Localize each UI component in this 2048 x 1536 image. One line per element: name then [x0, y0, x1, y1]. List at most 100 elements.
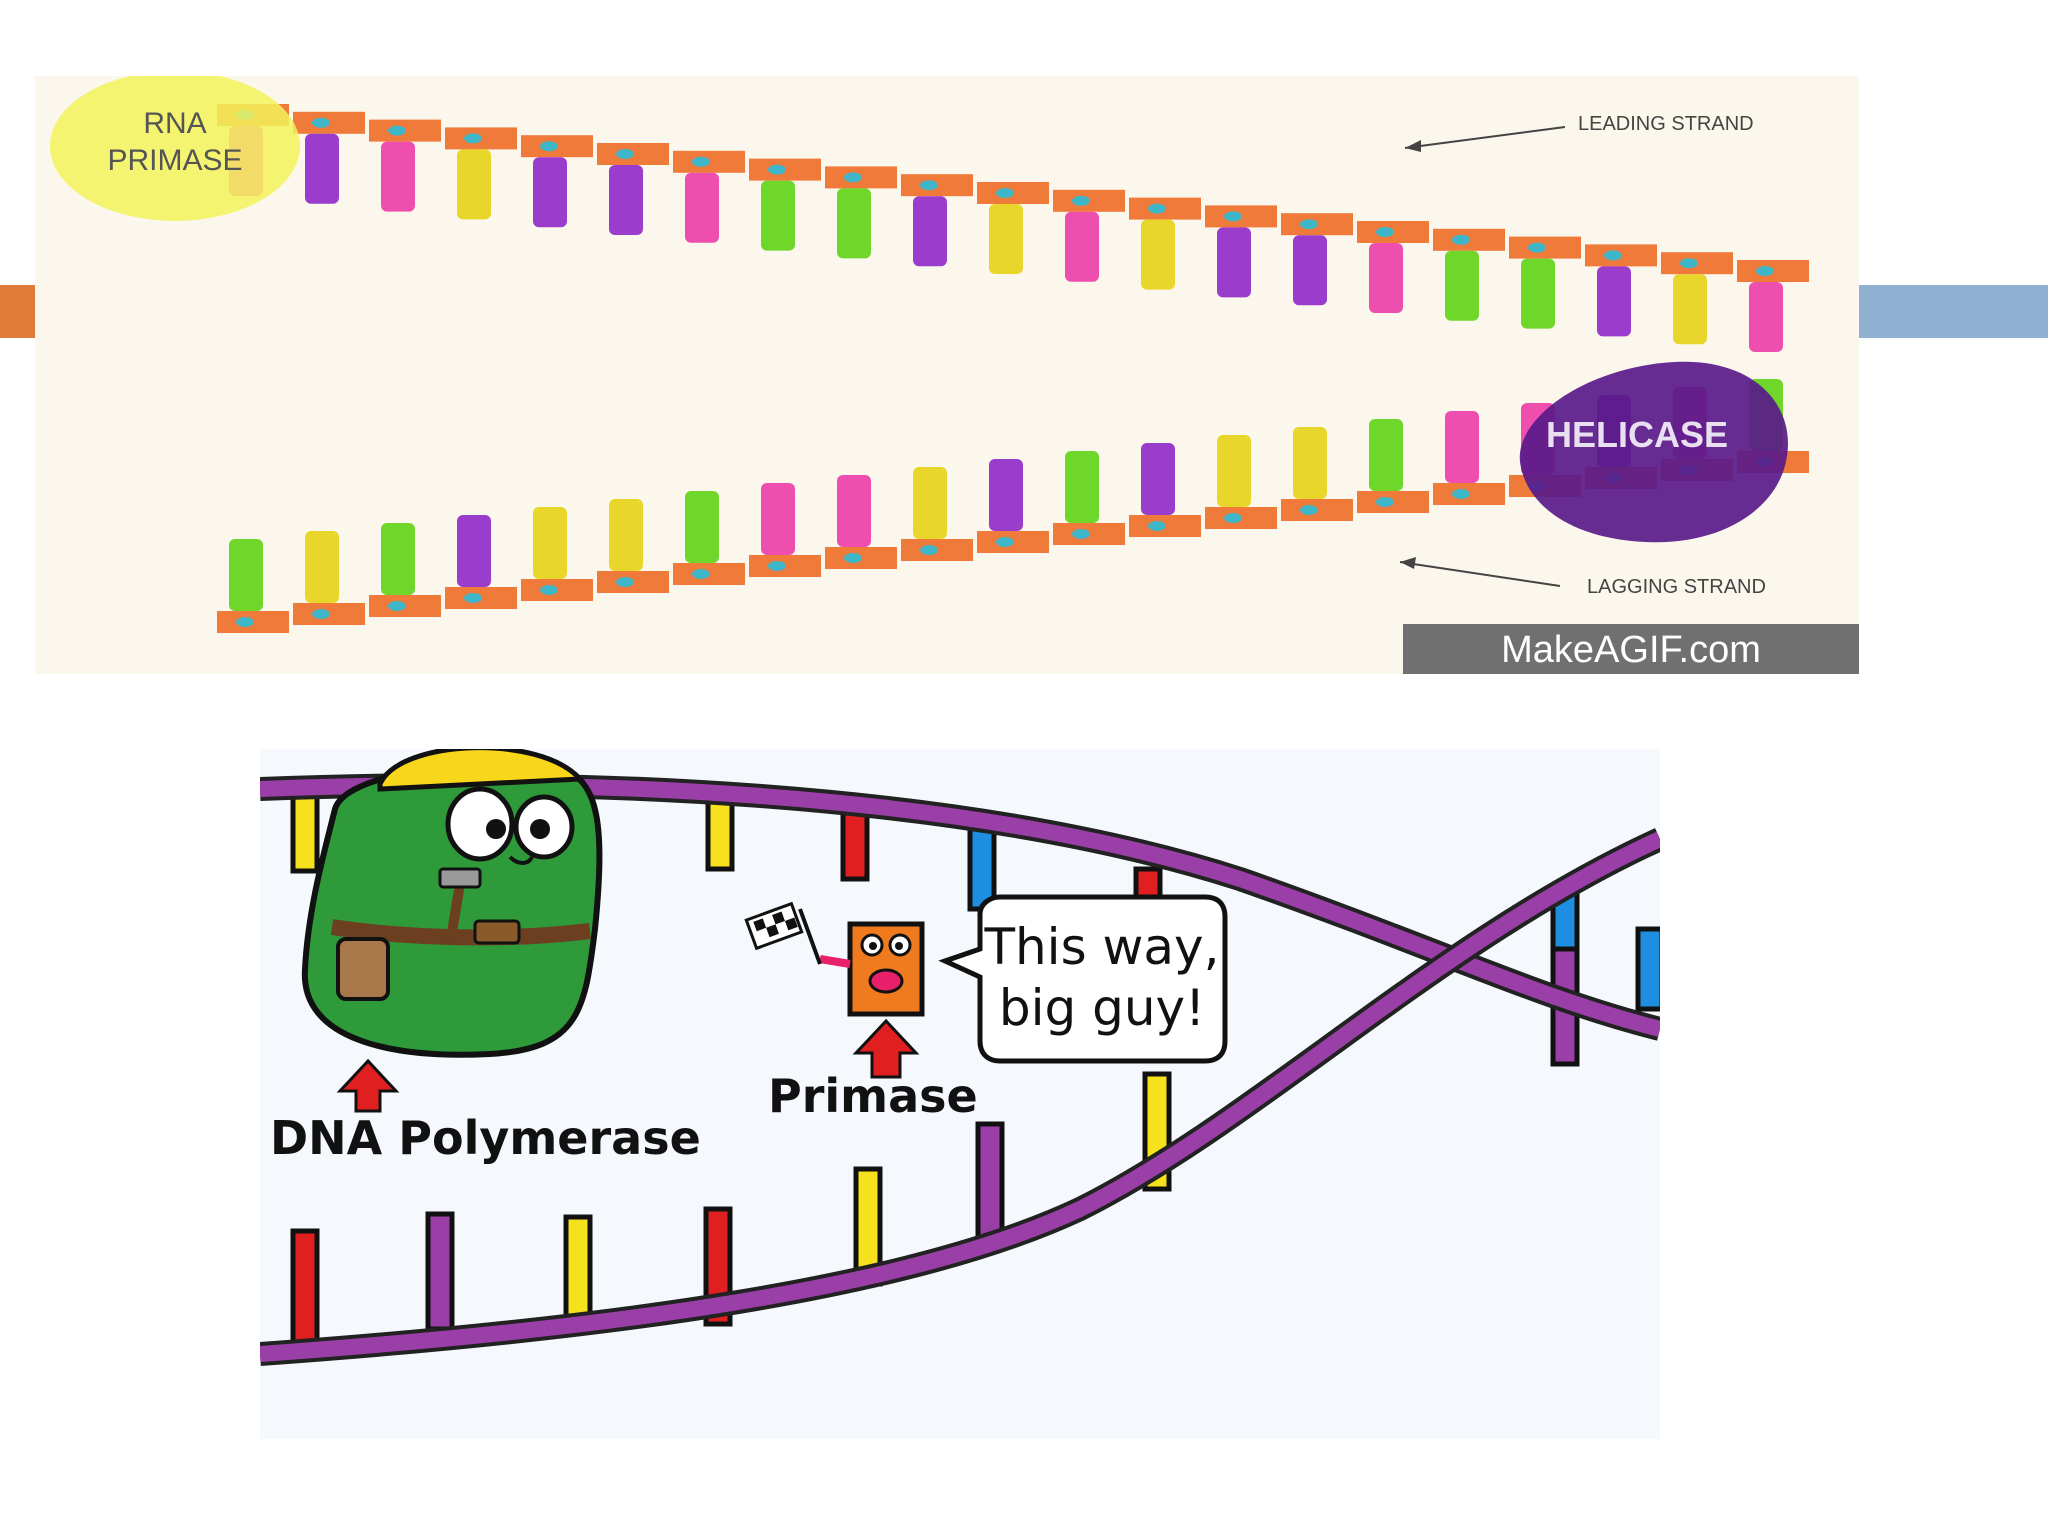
- lower-phosphate-dot: [1300, 505, 1318, 515]
- rna-primase-marker: RNA PRIMASE: [50, 76, 300, 221]
- upper-phosphate-dot: [1528, 242, 1546, 253]
- lower-phosphate-dot: [540, 585, 558, 595]
- upper-phosphate-dot: [692, 156, 710, 167]
- lower-nucleotide: [837, 475, 871, 547]
- upper-base: [290, 788, 320, 874]
- slide-accent-left: [0, 285, 36, 338]
- lower-phosphate-dot: [616, 577, 634, 587]
- upper-phosphate-dot: [312, 117, 330, 128]
- lower-phosphate-dot: [768, 561, 786, 571]
- upper-phosphate-dot: [464, 133, 482, 144]
- upper-phosphate-dot: [1072, 195, 1090, 206]
- primase-arrow: [852, 1018, 920, 1079]
- upper-nucleotide: [1369, 243, 1403, 313]
- lower-base: [290, 1228, 320, 1349]
- upper-nucleotide: [761, 180, 795, 251]
- dna-polymerase-label: DNA Polymerase: [270, 1111, 701, 1165]
- upper-phosphate-dot: [1680, 258, 1698, 269]
- dna-strands: [217, 104, 1809, 633]
- upper-nucleotide: [609, 165, 643, 235]
- lower-phosphate-dot: [388, 601, 406, 611]
- lower-nucleotide: [381, 523, 415, 595]
- upper-phosphate-dot: [1756, 266, 1774, 276]
- upper-nucleotide: [837, 188, 871, 259]
- lower-nucleotide: [1141, 443, 1175, 515]
- rna-primase-label-line2: PRIMASE: [107, 144, 242, 177]
- cartoon-image: DNA Polymerase This way, big g: [260, 749, 1660, 1439]
- makeagif-watermark: MakeAGIF.com: [1403, 624, 1859, 674]
- upper-phosphate-dot: [1300, 219, 1318, 230]
- slide-accent-right: [1858, 285, 2048, 338]
- lower-nucleotide: [761, 483, 795, 555]
- dna-polymerase-character: [301, 749, 603, 1058]
- polymerase-eye-left: [445, 786, 515, 862]
- replication-animation-image: RNA PRIMASE HELICASE LEADING STRAND LAGG…: [35, 76, 1859, 674]
- upper-phosphate-dot: [1224, 211, 1242, 222]
- helicase-label: HELICASE: [1546, 414, 1728, 455]
- upper-base: [1635, 926, 1660, 1012]
- lower-phosphate-dot: [236, 617, 254, 627]
- lower-phosphate-dot: [1452, 489, 1470, 499]
- primase-character: [744, 901, 925, 1017]
- lower-nucleotide: [229, 539, 263, 611]
- primase-label: Primase: [768, 1069, 978, 1123]
- upper-phosphate-dot: [616, 149, 634, 159]
- speech-bubble: This way, big guy!: [938, 894, 1228, 1064]
- upper-phosphate-dot: [996, 188, 1014, 198]
- lower-phosphate-dot: [1072, 529, 1090, 539]
- lower-nucleotide: [1065, 451, 1099, 523]
- lower-phosphate-dot: [1376, 497, 1394, 507]
- upper-nucleotide: [1217, 227, 1251, 298]
- upper-phosphate-dot: [768, 164, 786, 175]
- lower-nucleotide: [913, 467, 947, 539]
- lower-nucleotide: [609, 499, 643, 571]
- upper-nucleotide: [1521, 258, 1555, 329]
- upper-phosphate-dot: [1604, 250, 1622, 261]
- lower-phosphate-dot: [464, 593, 482, 603]
- hammer-icon: [438, 867, 482, 945]
- upper-nucleotide: [457, 149, 491, 220]
- lower-nucleotide: [989, 459, 1023, 531]
- upper-nucleotide: [305, 133, 339, 204]
- upper-nucleotide: [913, 196, 947, 267]
- polymerase-arrow: [336, 1058, 400, 1113]
- helicase-enzyme: HELICASE: [1519, 361, 1789, 543]
- checkered-flag-icon: [744, 901, 822, 965]
- leading-strand-annotation: LEADING STRAND: [1404, 113, 1754, 152]
- lower-phosphate-dot: [312, 609, 330, 619]
- upper-nucleotide: [989, 204, 1023, 274]
- lower-nucleotide: [533, 507, 567, 579]
- lower-phosphate-dot: [1148, 521, 1166, 531]
- lower-nucleotide: [1217, 435, 1251, 507]
- leading-strand-label: LEADING STRAND: [1578, 113, 1754, 135]
- lower-nucleotide: [1293, 427, 1327, 499]
- upper-nucleotide: [1445, 250, 1479, 321]
- upper-nucleotide: [1141, 219, 1175, 290]
- upper-phosphate-dot: [1376, 227, 1394, 237]
- upper-nucleotide: [1293, 235, 1327, 306]
- upper-phosphate-dot: [1452, 234, 1470, 245]
- upper-nucleotide: [533, 157, 567, 228]
- lower-phosphate-dot: [996, 537, 1014, 547]
- upper-nucleotide: [1065, 211, 1099, 282]
- lower-nucleotide: [1445, 411, 1479, 483]
- upper-nucleotide: [1673, 274, 1707, 345]
- lagging-strand-label: LAGGING STRAND: [1587, 576, 1766, 598]
- lower-base: [425, 1211, 455, 1332]
- upper-phosphate-dot: [844, 172, 862, 183]
- lower-base: [975, 1121, 1005, 1242]
- lagging-strand-annotation: LAGGING STRAND: [1399, 557, 1766, 598]
- lower-nucleotide: [1369, 419, 1403, 491]
- upper-phosphate-dot: [1148, 203, 1166, 214]
- upper-phosphate-dot: [388, 125, 406, 136]
- lower-phosphate-dot: [692, 569, 710, 579]
- lower-phosphate-dot: [1224, 513, 1242, 523]
- lower-nucleotide: [685, 491, 719, 563]
- watermark-text: MakeAGIF.com: [1501, 629, 1761, 671]
- upper-phosphate-dot: [920, 180, 938, 191]
- upper-nucleotide: [381, 141, 415, 212]
- upper-nucleotide: [1597, 266, 1631, 337]
- upper-nucleotide: [1749, 282, 1783, 352]
- lower-nucleotide: [305, 531, 339, 603]
- cartoon-base-pairs: [290, 786, 1660, 1349]
